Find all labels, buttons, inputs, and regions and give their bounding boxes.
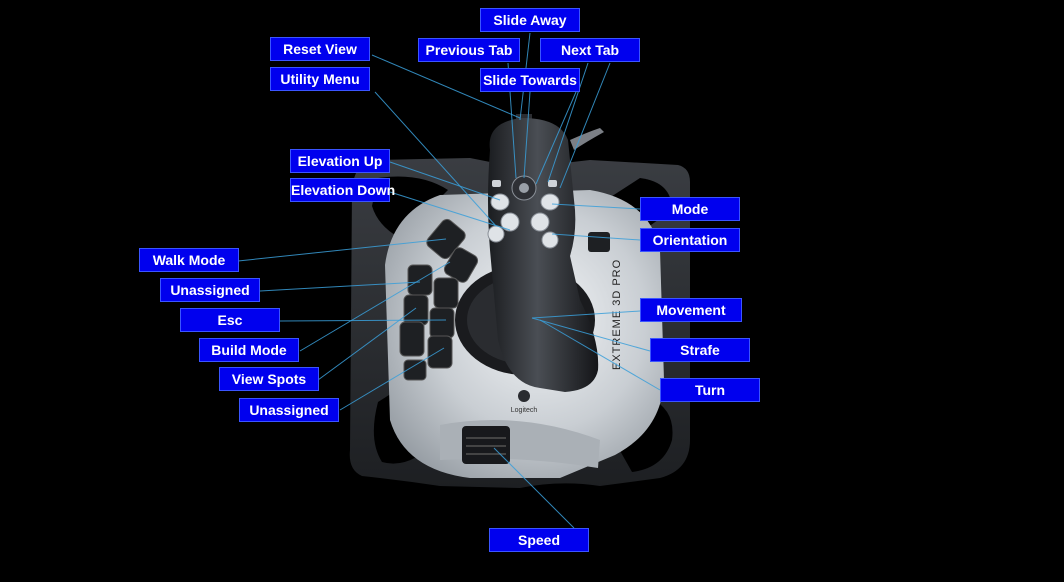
throttle-slider [440,420,600,468]
label-reset-view: Reset View [270,37,370,61]
label-esc: Esc [180,308,280,332]
svg-text:EXTREME 3D PRO: EXTREME 3D PRO [611,259,623,370]
label-view-spots: View Spots [219,367,319,391]
label-build-mode: Build Mode [199,338,299,362]
svg-text:Logitech: Logitech [511,407,538,414]
label-previous-tab: Previous Tab [418,38,520,62]
label-utility-menu: Utility Menu [270,67,370,91]
label-unassigned-1: Unassigned [160,278,260,302]
label-unassigned-2: Unassigned [239,398,339,422]
label-mode: Mode [640,197,740,221]
label-elevation-up: Elevation Up [290,149,390,173]
label-next-tab: Next Tab [540,38,640,62]
label-orientation: Orientation [640,228,740,252]
label-strafe: Strafe [650,338,750,362]
label-elevation-down: Elevation Down [290,178,395,202]
label-walk-mode: Walk Mode [139,248,239,272]
label-turn: Turn [660,378,760,402]
label-speed: Speed [489,528,589,552]
label-movement: Movement [640,298,742,322]
logitech-logo: Logitech [511,390,538,414]
joystick-handle [487,114,604,392]
label-slide-away: Slide Away [480,8,580,32]
label-slide-towards: Slide Towards [480,68,580,92]
